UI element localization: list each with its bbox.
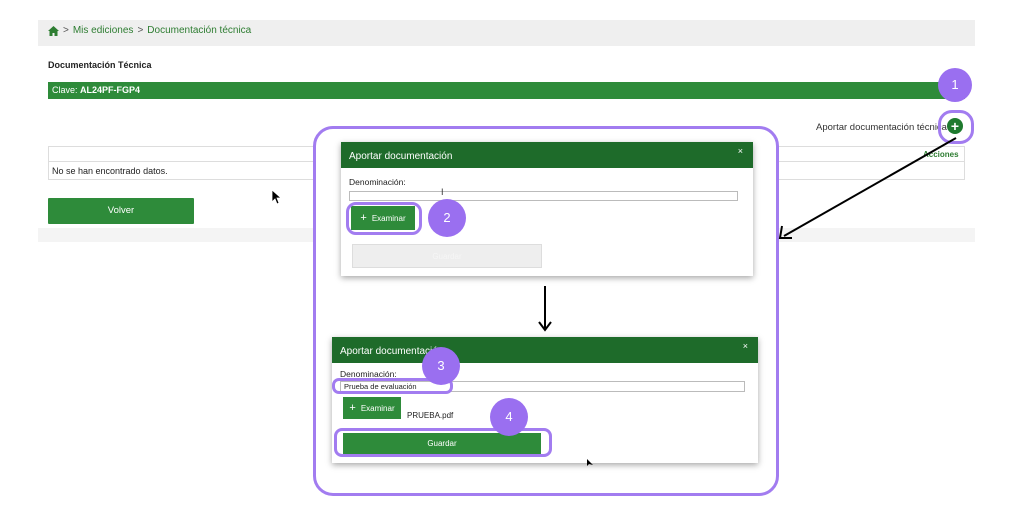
mouse-cursor-icon	[587, 459, 593, 466]
step-badge-2: 2	[428, 199, 466, 237]
text-cursor-icon: I	[441, 187, 444, 197]
modal-aportar-documentacion-filled: Aportar documentación × Denominación: Pr…	[332, 337, 758, 463]
home-icon[interactable]	[48, 25, 59, 36]
mouse-cursor-icon	[272, 190, 282, 205]
highlight-ring-step-1	[938, 110, 974, 144]
highlight-ring-step-4	[334, 428, 552, 457]
examinar-label: Examinar	[371, 213, 406, 223]
modal-header: Aportar documentación	[341, 142, 753, 168]
step-badge-4: 4	[490, 398, 528, 436]
page-title: Documentación Técnica	[48, 60, 152, 70]
step-badge-1: 1	[938, 68, 972, 102]
guardar-button-disabled[interactable]: Guardar	[352, 244, 542, 268]
plus-icon: +	[360, 212, 367, 224]
denominacion-label: Denominación:	[340, 369, 397, 379]
close-icon[interactable]: ×	[742, 341, 748, 351]
breadcrumb-separator: >	[63, 25, 69, 36]
selected-file-name: PRUEBA.pdf	[407, 411, 454, 420]
breadcrumb-mis-ediciones[interactable]: Mis ediciones	[72, 25, 134, 36]
breadcrumb: > Mis ediciones > Documentación técnica	[48, 25, 251, 36]
modal-aportar-documentacion-empty: Aportar documentación × Denominación: I …	[341, 142, 753, 276]
breadcrumb-separator: >	[137, 25, 144, 36]
examinar-button[interactable]: + Examinar	[343, 397, 401, 419]
modal-header: Aportar documentación	[332, 337, 758, 363]
examinar-button[interactable]: + Examinar	[351, 206, 415, 230]
aportar-documentacion-label: Aportar documentación técnica	[816, 122, 947, 133]
highlight-ring-step-2	[346, 202, 422, 235]
clave-value: AL24PF-FGP4	[80, 85, 141, 95]
column-header-acciones: Acciones	[923, 150, 959, 159]
guardar-button[interactable]: Guardar	[343, 433, 541, 455]
breadcrumb-documentacion-tecnica[interactable]: Documentación técnica	[147, 25, 252, 36]
highlight-ring-step-3	[332, 378, 453, 394]
down-arrow-icon	[538, 286, 552, 332]
step-badge-3: 3	[422, 347, 460, 385]
close-icon[interactable]: ×	[737, 146, 743, 156]
plus-icon: +	[349, 402, 356, 414]
examinar-label: Examinar	[360, 403, 395, 413]
clave-bar: Clave: AL24PF-FGP4	[48, 82, 965, 99]
connector-arrow-icon	[778, 137, 957, 239]
breadcrumb-bar	[38, 20, 975, 46]
volver-button[interactable]: Volver	[48, 198, 194, 224]
denominacion-label: Denominación:	[349, 177, 406, 187]
denominacion-input[interactable]: Prueba de evaluación	[340, 381, 745, 392]
empty-table-message: No se han encontrado datos.	[52, 166, 168, 176]
denominacion-input[interactable]	[349, 191, 738, 201]
clave-prefix: Clave:	[52, 85, 81, 95]
